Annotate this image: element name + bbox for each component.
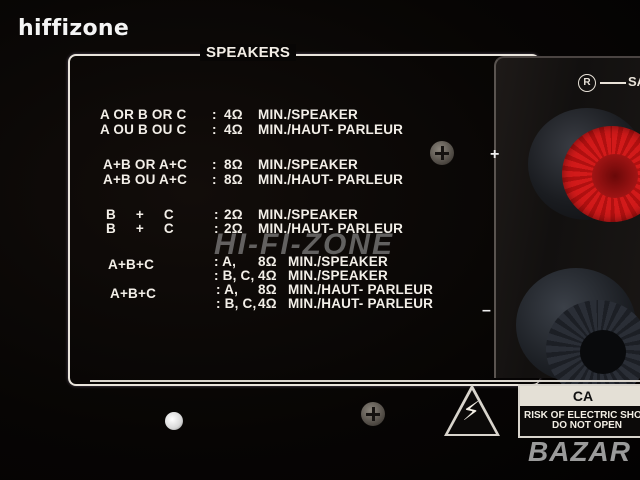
- spec-text: MIN./HAUT- PARLEUR: [288, 282, 434, 297]
- channel-mark-r: R: [578, 74, 596, 92]
- watermark-hiffizone: hiffizone: [18, 16, 130, 41]
- spec-impedance: 2Ω: [224, 207, 243, 222]
- spec-sep: :: [212, 107, 217, 122]
- lightning-bolt-icon: ⚡: [462, 396, 481, 426]
- spec-impedance: 4Ω: [258, 268, 277, 283]
- spec-sep: : B, C,: [216, 296, 257, 311]
- plus-sign: +: [490, 146, 500, 163]
- spec-text: MIN./SPEAKER: [258, 157, 358, 172]
- spec-config: A+B+C: [108, 257, 155, 272]
- caution-title: CA: [520, 386, 640, 406]
- spec-text: MIN./SPEAKER: [288, 254, 388, 269]
- spec-sep: :: [212, 157, 217, 172]
- spec-config: A OR B OR C: [100, 107, 187, 122]
- spec-sep: : A,: [214, 254, 237, 269]
- spec-config: A+B OU A+C: [103, 172, 188, 187]
- spec-impedance: 8Ω: [224, 157, 243, 172]
- speakers-title: SPEAKERS: [200, 44, 297, 61]
- watermark-bazar: BAZAR: [528, 436, 631, 467]
- spec-text: MIN./SPEAKER: [258, 207, 358, 222]
- spec-impedance: 8Ω: [258, 282, 277, 297]
- spec-sep: :: [214, 221, 219, 236]
- spec-sep: :: [214, 207, 219, 222]
- spec-sep: :: [212, 122, 217, 137]
- channel-dash: [600, 82, 626, 84]
- divider-line: [90, 380, 640, 382]
- spec-config: A+B+C: [110, 286, 157, 301]
- spec-sep: :: [212, 172, 217, 187]
- spec-sep: : A,: [216, 282, 239, 297]
- spec-impedance: 4Ω: [258, 296, 277, 311]
- indicator-led: [165, 412, 183, 430]
- speakers-frame: [68, 54, 540, 386]
- spec-text: MIN./SPEAKER: [288, 268, 388, 283]
- spec-config: B + C: [106, 221, 174, 236]
- spec-text: MIN./HAUT- PARLEUR: [288, 296, 434, 311]
- channel-label: SA: [628, 74, 640, 89]
- spec-text: MIN./HAUT- PARLEUR: [258, 122, 404, 137]
- spec-text: MIN./HAUT- PARLEUR: [258, 221, 404, 236]
- screw-icon: [361, 402, 385, 426]
- spec-config: A+B OR A+C: [103, 157, 188, 172]
- caution-line-1: RISK OF ELECTRIC SHOCK: [524, 410, 640, 421]
- spec-impedance: 8Ω: [258, 254, 277, 269]
- watermark-hifizone: HI-FI-ZONE: [214, 228, 394, 261]
- spec-config: A OU B OU C: [100, 122, 187, 137]
- spec-impedance: 4Ω: [224, 107, 243, 122]
- spec-text: MIN./HAUT- PARLEUR: [258, 172, 404, 187]
- minus-sign: –: [482, 302, 491, 319]
- screw-icon: [430, 141, 454, 165]
- spec-impedance: 8Ω: [224, 172, 243, 187]
- warning-triangle-inner: [448, 390, 496, 434]
- binding-post-positive[interactable]: [562, 126, 640, 222]
- spec-impedance: 2Ω: [224, 221, 243, 236]
- spec-sep: : B, C,: [214, 268, 255, 283]
- spec-text: MIN./SPEAKER: [258, 107, 358, 122]
- spec-config: B + C: [106, 207, 174, 222]
- spec-impedance: 4Ω: [224, 122, 243, 137]
- caution-line-2: DO NOT OPEN: [552, 420, 623, 431]
